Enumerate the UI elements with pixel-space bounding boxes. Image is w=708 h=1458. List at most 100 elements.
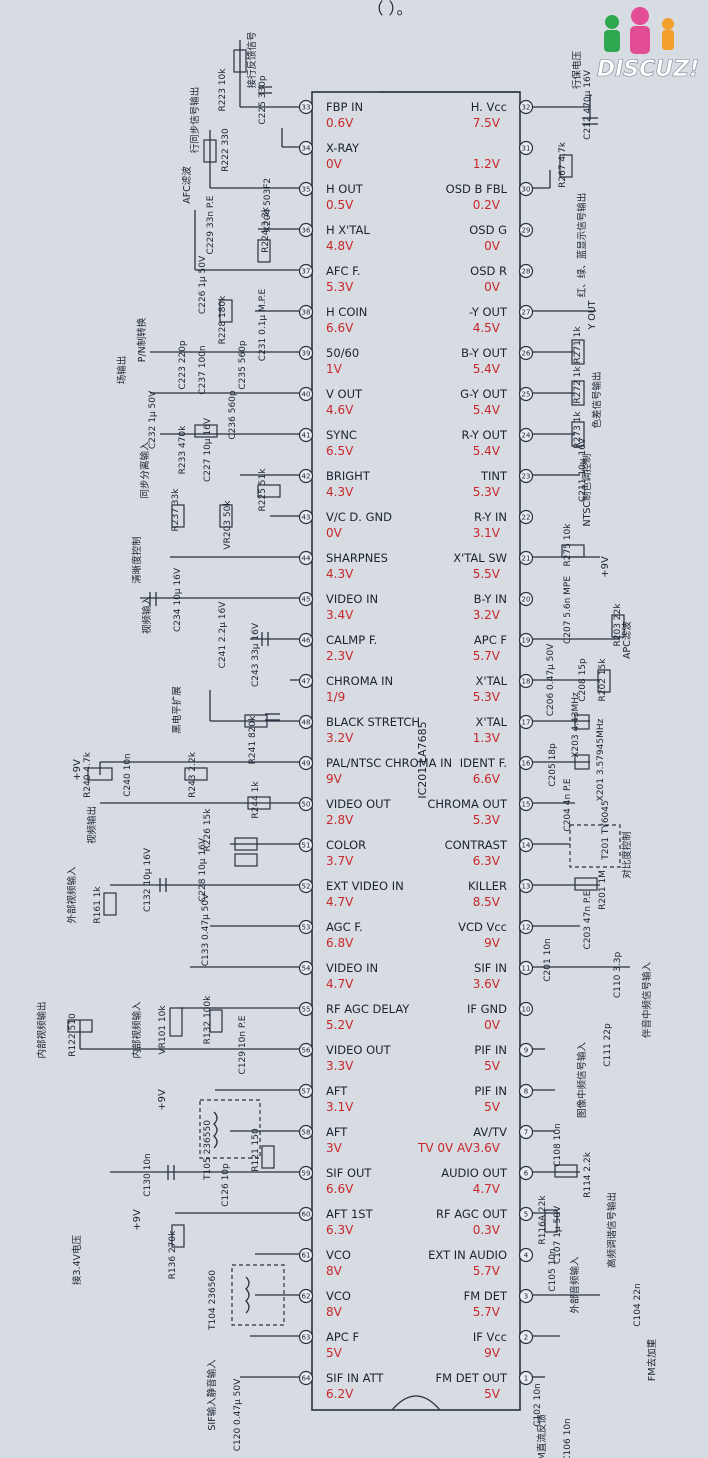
pin-voltage: 5V — [326, 1346, 343, 1360]
pin-number: 37 — [302, 268, 311, 276]
component-label: R244 1k — [251, 781, 261, 819]
pin-voltage: 3V — [326, 1141, 343, 1155]
pin-name: AFT 1ST — [326, 1207, 374, 1221]
pin-number: 22 — [522, 514, 531, 522]
annotation-note: 同步分离输入 — [139, 441, 151, 499]
pin-number: 16 — [522, 760, 531, 768]
pin-name: VIDEO IN — [326, 592, 378, 606]
annotation-note: 场输出 — [116, 356, 128, 385]
pin-voltage: 3.1V — [473, 526, 501, 540]
component-label: R202 15k — [598, 658, 608, 702]
pin-number: 12 — [522, 924, 531, 932]
pin-name: BLACK STRETCH — [326, 715, 420, 729]
component-label: C205 18p — [548, 743, 558, 787]
component-label: R267 4.7k — [558, 141, 568, 188]
pin-number: 36 — [302, 227, 311, 235]
component-label: R226 15k — [203, 808, 213, 852]
pin-name: R-Y IN — [474, 510, 507, 524]
annotation-note: SIF输入静音输入 — [206, 1359, 218, 1431]
pin-number: 14 — [522, 842, 531, 850]
component-label: C240 10n — [123, 753, 133, 796]
annotation-note: 对比度控制 — [621, 831, 633, 879]
pin-voltage: 4.3V — [326, 567, 354, 581]
annotation-note: 行同步信号输出 — [189, 87, 201, 154]
annotation-note: 红、绿、蓝显示信号输出 — [576, 193, 588, 298]
pin-number: 40 — [302, 391, 311, 399]
component-label: R271 1k — [573, 326, 583, 364]
component-label: T105 236550 — [203, 1120, 213, 1181]
pin-number: 1 — [524, 1375, 528, 1383]
pin-number: 34 — [302, 145, 311, 153]
pin-name: SIF IN — [474, 961, 507, 975]
pin-name: V/C D. GND — [326, 510, 392, 524]
pin-number: 55 — [302, 1006, 311, 1014]
pin-voltage: 1.2V — [473, 157, 501, 171]
pin-name: CALMP F. — [326, 633, 377, 647]
component-label: C207 5.6n MPE — [563, 576, 573, 644]
pin-voltage: 2.3V — [326, 649, 354, 663]
pin-voltage: 6.2V — [326, 1387, 354, 1401]
pin-name: AV/TV — [473, 1125, 507, 1139]
pin-voltage: 0.2V — [473, 198, 501, 212]
pin-number: 47 — [302, 678, 311, 686]
component-label: R223 10k — [218, 68, 228, 112]
pin-number: 6 — [524, 1170, 529, 1178]
component-label: C111 22p — [603, 1023, 613, 1067]
component-label: C208 15p — [578, 658, 588, 702]
pin-number: 20 — [522, 596, 531, 604]
annotation-note: NTSC制色调控制 — [581, 453, 593, 526]
pin-name: H OUT — [326, 182, 364, 196]
pin-voltage: 0V — [326, 526, 343, 540]
pin-voltage: 6.5V — [326, 444, 354, 458]
pin-name: R-Y OUT — [462, 428, 508, 442]
pin-voltage: 4.7V — [326, 977, 354, 991]
pin-voltage: 5.5V — [473, 567, 501, 581]
pin-name: AFC F. — [326, 264, 361, 278]
pin-name: AUDIO OUT — [441, 1166, 508, 1180]
annotation-note: Y OUT — [587, 300, 598, 330]
pin-number: 25 — [522, 391, 531, 399]
component-label: C110 3.3p — [613, 952, 623, 999]
pin-number: 35 — [302, 186, 311, 194]
component-label: R136 270k — [168, 1230, 178, 1279]
pin-name: FM DET OUT — [436, 1371, 508, 1385]
pin-number: 51 — [302, 842, 311, 850]
pin-name: FBP IN — [326, 100, 363, 114]
pin-voltage: 0V — [326, 157, 343, 171]
pin-voltage: TV 0V AV3.6V — [417, 1141, 501, 1155]
component-label: R228 180k — [218, 295, 228, 344]
pin-name: VCO — [326, 1248, 351, 1262]
pin-voltage: 7.5V — [473, 116, 501, 130]
pin-number: 50 — [302, 801, 311, 809]
pin-number: 30 — [522, 186, 531, 194]
pin-name: KILLER — [468, 879, 507, 893]
annotation-notes: 接行反馈信号行同步信号输出AFC滤波P/N制转换场输出同步分离输入清晰度控制视频… — [36, 31, 658, 1458]
component-label: R122 510 — [68, 1013, 78, 1057]
pin-name: X'TAL — [476, 715, 508, 729]
pin-voltage: 4.8V — [326, 239, 354, 253]
annotation-note: 视频输出 — [86, 806, 98, 844]
pin-number: 45 — [302, 596, 311, 604]
pin-number: 53 — [302, 924, 311, 932]
pin-name: IDENT F. — [460, 756, 507, 770]
